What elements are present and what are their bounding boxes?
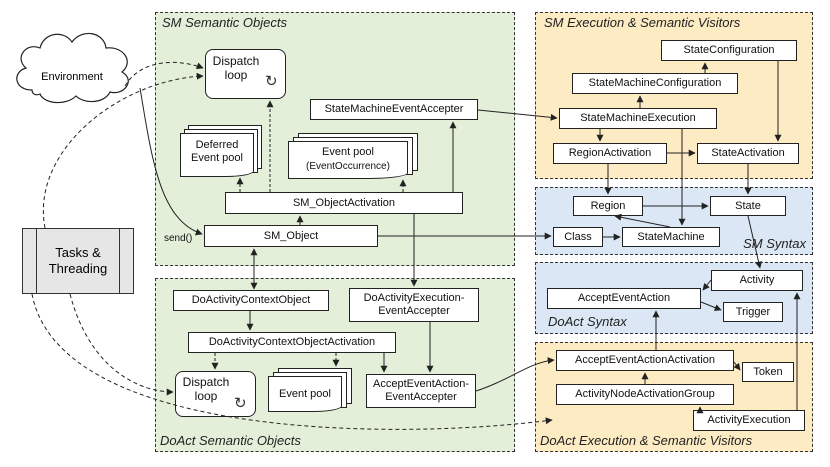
- tasks-threading-box: Tasks & Threading: [22, 228, 134, 294]
- trigger-class: Trigger: [723, 302, 783, 322]
- doact-syntax-title: DoAct Syntax: [548, 314, 627, 329]
- doactivity-execution-event-accepter: DoActivityExecution- EventAccepter: [349, 288, 479, 322]
- sm-object-activation: SM_ObjectActivation: [225, 192, 463, 214]
- state-machine-event-accepter: StateMachineEventAccepter: [310, 99, 478, 120]
- cycle-arrows-icon: ↻: [265, 73, 278, 90]
- deferred-pool-label: Deferred Event pool: [191, 139, 243, 164]
- cycle-arrows-icon: ↻: [234, 395, 247, 412]
- region-class: Region: [573, 196, 643, 216]
- sm-event-pool-title: Event pool: [322, 146, 374, 158]
- tasks-left-bar: [23, 229, 37, 293]
- tasks-right-bar: [119, 229, 133, 293]
- sm-event-pool: Event pool (EventOccurrence): [288, 133, 418, 179]
- sm-semantic-objects-title: SM Semantic Objects: [162, 15, 287, 30]
- sm-syntax-title: SM Syntax: [743, 236, 806, 251]
- doactivity-context-object: DoActivityContextObject: [173, 290, 329, 311]
- token-class: Token: [742, 362, 794, 382]
- doact-execution-title: DoAct Execution & Semantic Visitors: [540, 433, 753, 448]
- deferred-event-pool: Deferred Event pool: [180, 125, 262, 177]
- state-configuration: StateConfiguration: [661, 40, 797, 61]
- sm-event-pool-sheet-1: [288, 141, 408, 179]
- state-machine-execution: StateMachineExecution: [559, 108, 717, 129]
- doact-dispatch-loop-label: Dispatch loop: [182, 375, 230, 403]
- accept-event-action-activation: AcceptEventActionActivation: [556, 350, 734, 371]
- doact-event-pool-label: Event pool: [279, 388, 331, 400]
- environment-label: Environment: [41, 71, 103, 83]
- accept-event-action-event-accepter: AcceptEventAction- EventAccepter: [366, 374, 476, 408]
- sm-event-pool-subtitle: (EventOccurrence): [306, 161, 390, 172]
- activity-node-activation-group: ActivityNodeActivationGroup: [556, 384, 734, 405]
- accept-event-action-class: AcceptEventAction: [547, 288, 701, 309]
- sm-dispatch-loop-label: Dispatch loop: [212, 54, 260, 82]
- activity-class: Activity: [711, 270, 803, 291]
- activity-execution: ActivityExecution: [693, 410, 805, 431]
- state-class: State: [710, 196, 786, 216]
- send-call-label: send(): [164, 233, 193, 244]
- environment-cloud-shape: [16, 32, 129, 104]
- state-machine-configuration: StateMachineConfiguration: [572, 73, 738, 94]
- state-activation: StateActivation: [697, 143, 799, 164]
- class-class: Class: [553, 227, 603, 247]
- doact-event-pool: Event pool: [268, 368, 352, 414]
- sm-object: SM_Object: [204, 225, 378, 247]
- doactivity-context-object-activation: DoActivityContextObjectActivation: [188, 332, 396, 353]
- state-machine-class: StateMachine: [622, 227, 720, 247]
- doact-semantic-objects-title: DoAct Semantic Objects: [160, 433, 301, 448]
- region-activation: RegionActivation: [553, 143, 667, 164]
- sm-dispatch-loop: [205, 49, 286, 99]
- sm-execution-title: SM Execution & Semantic Visitors: [544, 15, 741, 30]
- tasks-threading-label: Tasks & Threading: [48, 245, 108, 276]
